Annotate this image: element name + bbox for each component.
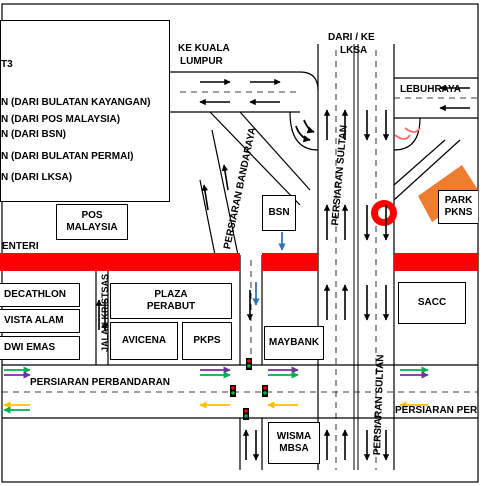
building-label: PKNS [444, 207, 473, 218]
building-pos-malaysia: POS MALAYSIA [56, 204, 128, 240]
road-label-lebuhraya: LEBUHRAYA [400, 84, 461, 95]
building-sacc: SACC [398, 282, 466, 324]
sultan-arrows [95, 78, 470, 461]
building-label: PARK [444, 195, 473, 206]
road-outlines [2, 44, 478, 470]
road-closures [0, 200, 478, 271]
legend-item: N (DARI BULATAN KAYANGAN) [1, 97, 151, 108]
building-avicena: AVICENA [110, 322, 178, 360]
building-bsn: BSN [262, 195, 296, 231]
building-label: PLAZA [154, 289, 188, 300]
building-maybank: MAYBANK [264, 326, 324, 360]
building-decathlon: DECATHLON [0, 283, 80, 307]
legend-item: N (DARI BSN) [1, 129, 66, 140]
building-label: PERABUT [146, 301, 196, 312]
road-label-menteri: ENTERI [2, 241, 39, 252]
lane-markings [2, 50, 478, 470]
legend-box: T3 N (DARI BULATAN KAYANGAN) N (DARI POS… [0, 20, 170, 202]
building-wisma-mbsa: WISMA MBSA [268, 422, 320, 464]
legend-item: N (DARI LKSA) [1, 172, 73, 183]
building-label: POS [81, 210, 103, 221]
road-label-lksa: LKSA [340, 45, 368, 56]
legend-item: T3 [1, 59, 13, 70]
building-label: MBSA [279, 443, 309, 454]
road-label-dari-ke: DARI / KE [328, 32, 375, 43]
road-label-lumpur: LUMPUR [180, 56, 223, 67]
building-plaza-perabut: PLAZA PERABUT [110, 283, 232, 319]
legend-item: N (DARI POS MALAYSIA) [1, 114, 121, 125]
road-label-ke-kuala: KE KUALA [178, 43, 230, 54]
map-frame [1, 3, 479, 483]
legend-item: N (DARI BULATAN PERMAI) [1, 151, 134, 162]
building-label: MALAYSIA [66, 222, 118, 233]
traffic-lights [230, 358, 268, 420]
building-pkps: PKPS [182, 322, 232, 360]
road-label-persiaran-perbandaran: PERSIARAN PERBANDARAN [30, 377, 171, 388]
building-dwi-emas: DWI EMAS [0, 336, 80, 360]
building-parkir-pkns: PARK PKNS [438, 190, 478, 224]
building-vista-alam: VISTA ALAM [0, 309, 80, 333]
flow-arrows [3, 119, 429, 414]
road-label-jalan-kristsas: JALAN KRISTSAS [100, 273, 110, 352]
building-label: WISMA [276, 431, 312, 442]
road-label-persiaran-per: PERSIARAN PER [395, 405, 478, 416]
